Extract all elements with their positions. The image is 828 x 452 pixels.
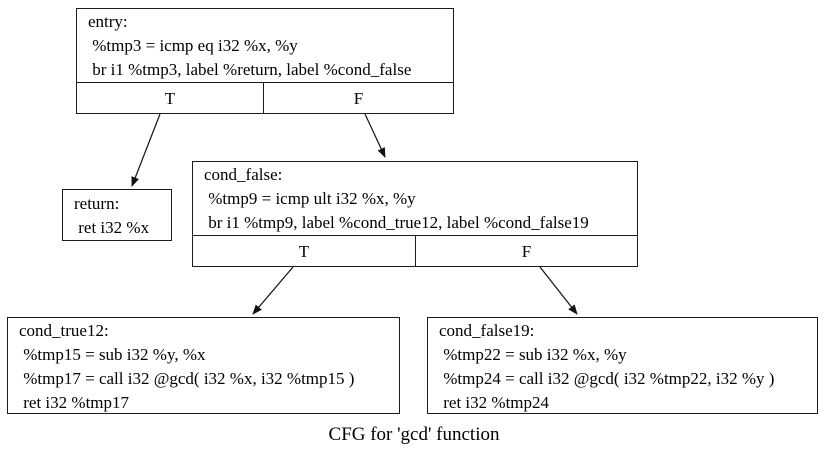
- ir-line: %tmp17 = call i32 @gcd( i32 %x, i32 %tmp…: [19, 369, 355, 388]
- block-title: cond_false:: [204, 165, 283, 184]
- edge-cond-false-false-cond-false19: [539, 266, 578, 315]
- true-branch-label: T: [77, 83, 264, 113]
- block-title: cond_false19:: [439, 321, 535, 340]
- graph-caption: CFG for 'gcd' function: [328, 424, 500, 445]
- ir-line: %tmp24 = call i32 @gcd( i32 %tmp22, i32 …: [439, 369, 775, 388]
- node-entry-body: entry: %tmp3 = icmp eq i32 %x, %y br i1 …: [77, 9, 453, 82]
- block-title: return:: [74, 194, 120, 213]
- node-entry: entry: %tmp3 = icmp eq i32 %x, %y br i1 …: [76, 8, 454, 114]
- node-cond-false: cond_false: %tmp9 = icmp ult i32 %x, %y …: [192, 161, 638, 267]
- node-cond-false19: cond_false19: %tmp22 = sub i32 %x, %y %t…: [427, 317, 818, 414]
- edge-entry-true-return: [131, 113, 161, 187]
- node-return-body: return: ret i32 %x: [63, 190, 171, 240]
- node-cond-false19-body: cond_false19: %tmp22 = sub i32 %x, %y %t…: [428, 318, 817, 413]
- block-title: cond_true12:: [19, 321, 109, 340]
- ir-line: ret i32 %x: [74, 218, 150, 237]
- edge-cond-false-true-cond-true12: [252, 266, 294, 315]
- ir-line: br i1 %tmp9, label %cond_true12, label %…: [204, 213, 589, 232]
- node-return: return: ret i32 %x: [62, 189, 172, 241]
- ir-line: ret i32 %tmp24: [439, 393, 550, 412]
- false-branch-label: F: [353, 89, 364, 108]
- branch-row: T F: [193, 235, 637, 266]
- node-cond-false-body: cond_false: %tmp9 = icmp ult i32 %x, %y …: [193, 162, 637, 235]
- ir-line: %tmp15 = sub i32 %y, %x: [19, 345, 206, 364]
- block-title: entry:: [88, 12, 128, 31]
- edge-entry-false-cond-false: [364, 113, 386, 158]
- node-cond-true12: cond_true12: %tmp15 = sub i32 %y, %x %tm…: [7, 317, 400, 414]
- true-branch-label: T: [193, 236, 416, 266]
- branch-row: T F: [77, 82, 453, 113]
- ir-line: %tmp3 = icmp eq i32 %x, %y: [88, 36, 298, 55]
- ir-line: ret i32 %tmp17: [19, 393, 130, 412]
- ir-line: %tmp9 = icmp ult i32 %x, %y: [204, 189, 416, 208]
- ir-line: br i1 %tmp3, label %return, label %cond_…: [88, 60, 412, 79]
- node-cond-true12-body: cond_true12: %tmp15 = sub i32 %y, %x %tm…: [8, 318, 399, 413]
- ir-line: %tmp22 = sub i32 %x, %y: [439, 345, 627, 364]
- false-branch-label: F: [521, 242, 532, 261]
